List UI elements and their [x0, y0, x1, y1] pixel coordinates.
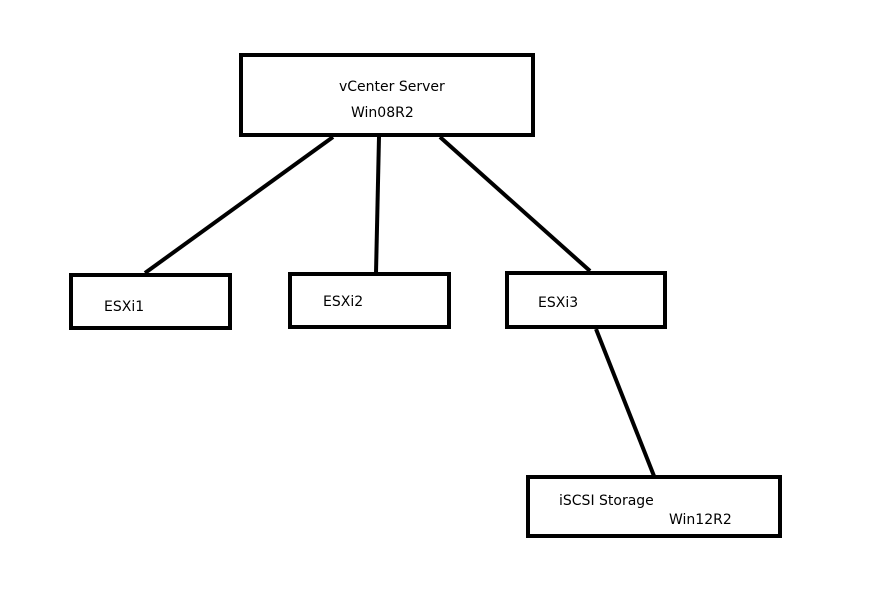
- node-esxi2: ESXi2: [288, 272, 451, 329]
- node-esxi3-box: [505, 271, 667, 329]
- node-esxi3-label: ESXi3: [538, 295, 578, 311]
- node-esxi2-box: [288, 272, 451, 329]
- node-vcenter-os: Win08R2: [351, 105, 414, 121]
- node-iscsi-title: iSCSI Storage: [559, 493, 654, 509]
- node-esxi1-label: ESXi1: [104, 299, 144, 315]
- edge-vcenter-esxi2: [374, 136, 381, 274]
- node-vcenter-server: vCenter Server Win08R2: [239, 53, 535, 137]
- edge-vcenter-esxi3: [438, 135, 592, 273]
- node-vcenter-box: [239, 53, 535, 137]
- node-vcenter-title: vCenter Server: [339, 79, 445, 95]
- node-iscsi-box: [526, 475, 782, 538]
- node-esxi1-box: [69, 273, 232, 330]
- node-iscsi-storage: iSCSI Storage Win12R2: [526, 475, 782, 538]
- edge-vcenter-esxi1: [143, 135, 335, 275]
- node-esxi3: ESXi3: [505, 271, 667, 329]
- node-esxi2-label: ESXi2: [323, 294, 363, 310]
- edge-esxi3-iscsi: [594, 328, 656, 477]
- node-esxi1: ESXi1: [69, 273, 232, 330]
- node-iscsi-os: Win12R2: [669, 512, 732, 528]
